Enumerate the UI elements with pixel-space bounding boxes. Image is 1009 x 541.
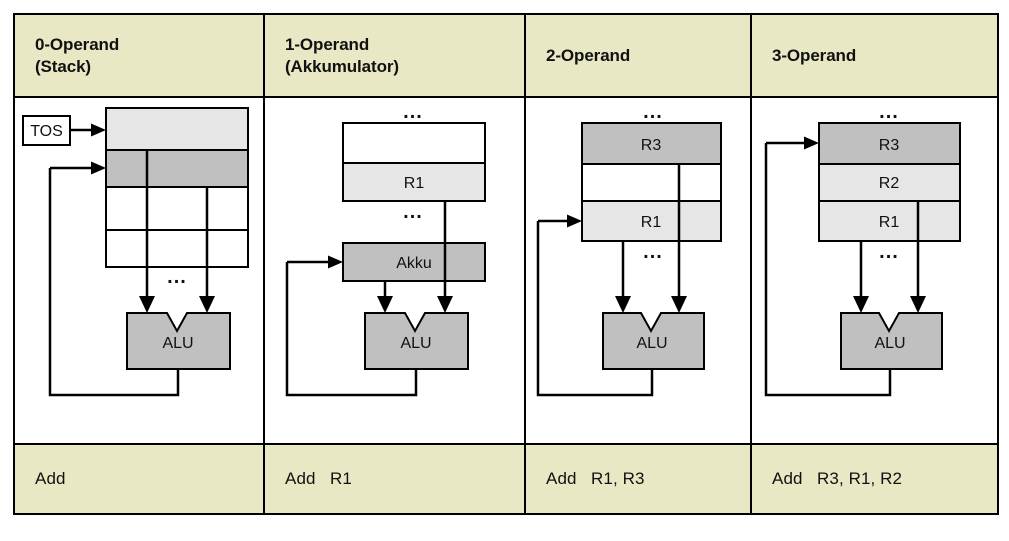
operand-arrow-1 xyxy=(139,296,155,313)
feedback-path xyxy=(536,221,654,397)
instruction-cell-0-operand: Add xyxy=(15,445,265,513)
feedback-arrow-head xyxy=(328,255,343,269)
stack-machine-diagram: TOS ... ALU xyxy=(22,107,249,397)
tos-label-text: TOS xyxy=(30,123,63,140)
register-ellipsis-top: ... xyxy=(643,101,663,123)
register-label-r1: R1 xyxy=(641,214,662,231)
alu-label: ALU xyxy=(874,335,905,352)
register-ellipsis-bottom: ... xyxy=(403,201,423,223)
header-label-0-operand: 0-Operand (Stack) xyxy=(35,34,120,76)
stack-cell-fourth xyxy=(105,229,249,268)
register-cell-r3 xyxy=(818,122,961,165)
tos-arrow-head xyxy=(91,123,106,137)
feedback-arrow-head xyxy=(804,136,819,150)
two-operand-machine-diagram: ... R3 R1 ... xyxy=(536,101,722,397)
table-diagram-row: TOS ... ALU xyxy=(15,98,997,445)
register-label-r1: R1 xyxy=(404,175,425,192)
alu-label: ALU xyxy=(162,335,193,352)
instruction-cell-3-operand: Add R3, R1, R2 xyxy=(752,445,997,513)
diagram-cell-accumulator: ... R1 ... Akku xyxy=(265,98,526,443)
register-cell-r1 xyxy=(581,200,722,242)
alu-label: ALU xyxy=(400,335,431,352)
register-ellipsis-top: ... xyxy=(879,101,899,123)
feedback-arrow-head xyxy=(567,214,582,228)
stack-cell-third xyxy=(105,186,249,231)
register-cell-blank xyxy=(342,122,486,164)
register-ellipsis-bottom: ... xyxy=(879,241,899,263)
operand-arrow-r1 xyxy=(853,296,869,313)
instruction-label-3-operand: Add R3, R1, R2 xyxy=(772,469,903,488)
register-label-r1: R1 xyxy=(879,214,900,231)
register-ellipsis-bottom: ... xyxy=(643,241,663,263)
register-label-r3: R3 xyxy=(879,137,900,154)
operand-arrow-akku xyxy=(377,296,393,313)
alu-shape xyxy=(126,312,231,370)
operand-arrow-r2 xyxy=(910,296,926,313)
header-label-2-operand: 2-Operand xyxy=(546,45,631,65)
table-instruction-row: Add Add R1 Add R1, R3 Add R3, R1, R2 xyxy=(15,445,997,513)
operand-comparison-table: 0-Operand (Stack) 1-Operand (Akkumulator… xyxy=(13,13,999,515)
stack-ellipsis: ... xyxy=(167,266,187,288)
header-label-1-operand: 1-Operand (Akkumulator) xyxy=(285,34,399,76)
register-cell-r1 xyxy=(342,162,486,202)
diagram-cell-two-operand: ... R3 R1 ... xyxy=(526,98,752,443)
table-header-row: 0-Operand (Stack) 1-Operand (Akkumulator… xyxy=(15,15,997,98)
register-cell-r1 xyxy=(818,200,961,242)
operand-arrow-r3 xyxy=(671,296,687,313)
three-operand-machine-diagram: ... R3 R2 R1 ... xyxy=(764,101,961,397)
feedback-arrow-head xyxy=(91,161,106,175)
register-label-r3: R3 xyxy=(641,137,662,154)
feedback-path xyxy=(285,262,418,397)
instruction-label-0-operand: Add xyxy=(35,469,66,488)
instruction-cell-1-operand: Add R1 xyxy=(265,445,526,513)
stack-cell-second xyxy=(105,149,249,188)
header-cell-1-operand: 1-Operand (Akkumulator) xyxy=(265,15,526,96)
diagram-cell-three-operand: ... R3 R2 R1 ... xyxy=(752,98,997,443)
instruction-cell-2-operand: Add R1, R3 xyxy=(526,445,752,513)
register-cell-r2 xyxy=(818,163,961,202)
alu-shape xyxy=(602,312,705,370)
alu-shape xyxy=(364,312,469,370)
alu-label: ALU xyxy=(636,335,667,352)
operand-arrow-2 xyxy=(199,296,215,313)
register-ellipsis-top: ... xyxy=(403,101,423,123)
operand-arrow-r1 xyxy=(437,296,453,313)
header-cell-0-operand: 0-Operand (Stack) xyxy=(15,15,265,96)
tos-label-box xyxy=(22,115,71,146)
header-cell-2-operand: 2-Operand xyxy=(526,15,752,96)
register-label-r2: R2 xyxy=(879,175,900,192)
alu-shape xyxy=(840,312,943,370)
feedback-path xyxy=(764,143,892,397)
feedback-path xyxy=(48,168,180,397)
instruction-label-2-operand: Add R1, R3 xyxy=(546,469,645,488)
stack-cell-top xyxy=(105,107,249,151)
accumulator-label: Akku xyxy=(396,255,432,272)
accumulator-machine-diagram: ... R1 ... Akku xyxy=(285,101,486,397)
operand-arrow-r1 xyxy=(615,296,631,313)
header-label-3-operand: 3-Operand xyxy=(772,45,857,65)
register-cell-blank xyxy=(581,163,722,202)
header-cell-3-operand: 3-Operand xyxy=(752,15,997,96)
instruction-label-1-operand: Add R1 xyxy=(285,469,352,488)
diagram-cell-stack: TOS ... ALU xyxy=(15,98,265,443)
